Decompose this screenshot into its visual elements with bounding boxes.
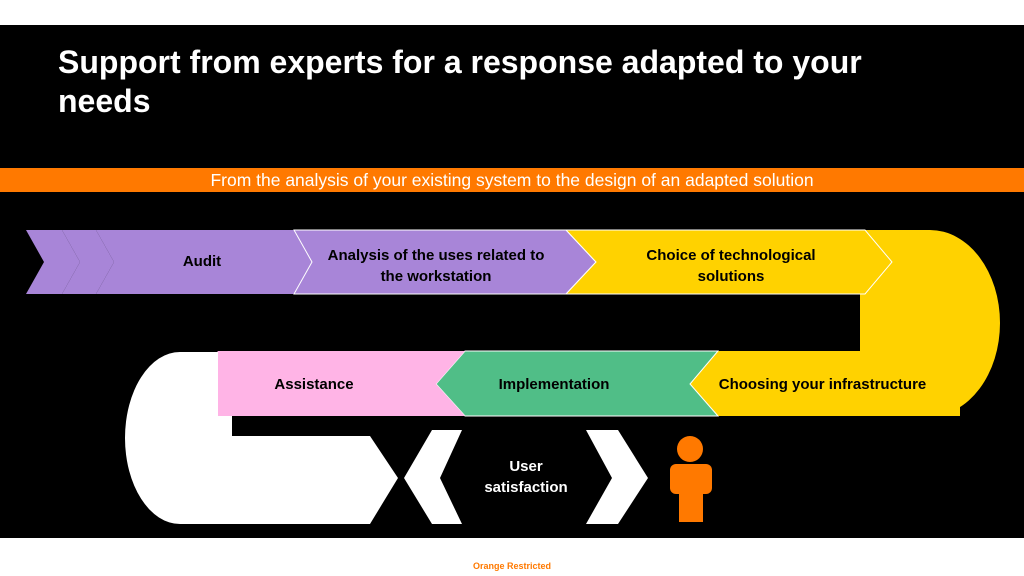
step-assistance-label: Assistance bbox=[274, 375, 354, 393]
lead-in-chevrons bbox=[26, 230, 114, 294]
white-loop-shape bbox=[125, 352, 398, 524]
step-analysis-label: Analysis of the uses related to the work… bbox=[327, 247, 545, 285]
right-bracket-shape bbox=[586, 430, 648, 524]
step-choice-label: Choice of technological solutions bbox=[646, 247, 816, 285]
step-assistance-shape bbox=[188, 351, 465, 416]
left-bracket-shape bbox=[404, 430, 462, 524]
step-audit-shape bbox=[96, 230, 312, 294]
chevron-arrow-icon bbox=[62, 230, 114, 294]
user-person-icon bbox=[670, 436, 712, 522]
step-infrastructure-shape bbox=[672, 351, 960, 416]
step-audit-label: Audit bbox=[182, 252, 222, 270]
step-choice-shape bbox=[564, 229, 893, 295]
classification-footer: Orange Restricted bbox=[472, 561, 552, 571]
chevron-arrow-icon bbox=[26, 230, 80, 294]
subtitle-banner: From the analysis of your existing syste… bbox=[0, 168, 1024, 192]
page-title: Support from experts for a response adap… bbox=[58, 44, 862, 119]
step-implementation-label: Implementation bbox=[498, 375, 610, 393]
user-satisfaction-label: User satisfaction bbox=[484, 458, 568, 496]
step-infrastructure-label: Choosing your infrastructure bbox=[718, 375, 927, 393]
